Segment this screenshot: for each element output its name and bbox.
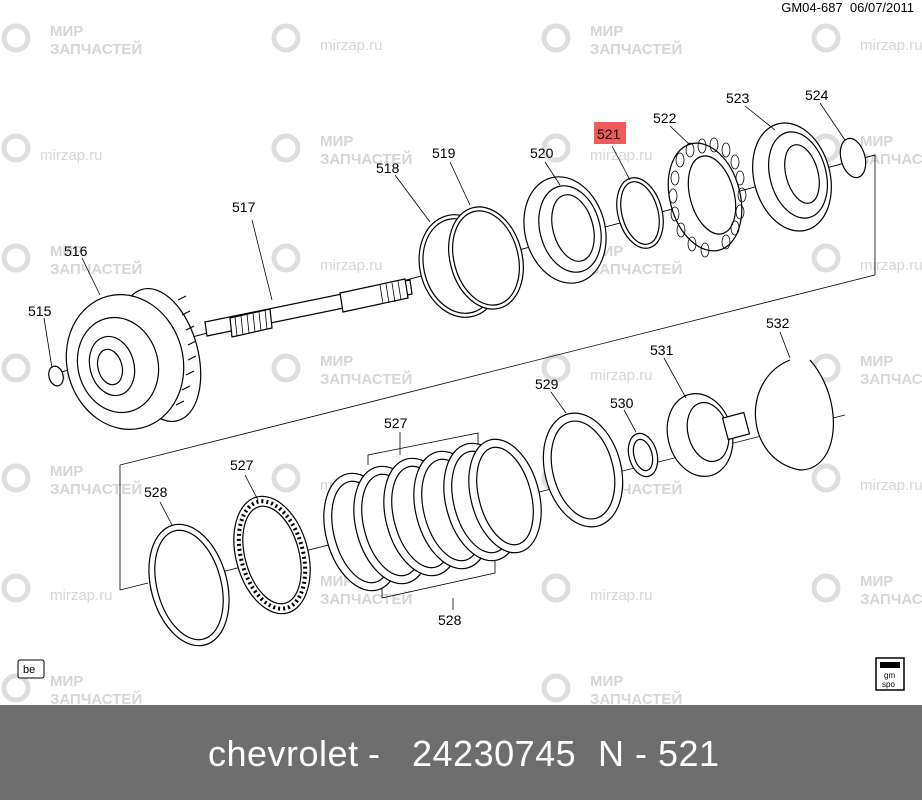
gm-spo-logo: gm spo (875, 657, 905, 691)
svg-text:МИР: МИР (50, 243, 83, 260)
svg-text:spo: spo (882, 680, 895, 689)
callout-524[interactable]: 524 (805, 87, 829, 103)
svg-text:ЗАПЧАСТЕЙ: ЗАПЧАСТЕЙ (590, 260, 682, 278)
callout-labels: 515 516 517 518 519 520 521 522 523 524 … (28, 87, 829, 628)
diagram-code: GM04-687 (781, 0, 843, 15)
footer-part-number: 24230745 (412, 733, 577, 774)
svg-text:МИР: МИР (50, 463, 83, 480)
svg-text:МИР: МИР (50, 23, 83, 40)
footer-brand: chevrolet (208, 733, 359, 774)
svg-text:mirzap.ru: mirzap.ru (40, 147, 103, 164)
svg-text:mirzap.ru: mirzap.ru (590, 147, 653, 164)
diagram-date: 06/07/2011 (849, 0, 914, 15)
callout-522[interactable]: 522 (653, 110, 677, 126)
diagram-header: GM04-687 06/07/2011 (781, 0, 914, 15)
svg-text:ЗАПЧАСТЕЙ: ЗАПЧАСТЕЙ (860, 370, 922, 388)
svg-text:ЗАПЧАСТЕЙ: ЗАПЧАСТЕЙ (50, 480, 142, 498)
svg-text:ЗАПЧАСТЕЙ: ЗАПЧАСТЕЙ (320, 150, 412, 168)
svg-text:МИР: МИР (320, 133, 353, 150)
svg-text:МИР: МИР (860, 133, 893, 150)
part-524-snap-ring[interactable] (836, 136, 870, 181)
callout-529[interactable]: 529 (535, 376, 559, 392)
svg-text:МИР: МИР (590, 23, 623, 40)
part-530-thrust-bearing[interactable] (624, 430, 662, 480)
svg-text:ЗАПЧАСТЕЙ: ЗАПЧАСТЕЙ (590, 40, 682, 58)
part-527-friction-plate[interactable] (222, 488, 323, 623)
svg-text:be: be (23, 664, 35, 676)
callout-527-pack[interactable]: 527 (384, 415, 408, 431)
callout-517[interactable]: 517 (232, 199, 256, 215)
svg-text:mirzap.ru: mirzap.ru (320, 37, 383, 54)
callout-515[interactable]: 515 (28, 303, 52, 319)
svg-text:МИР: МИР (320, 353, 353, 370)
svg-text:ЗАПЧАСТЕЙ: ЗАПЧАСТЕЙ (590, 690, 682, 705)
part-532-snap-ring[interactable] (755, 359, 834, 471)
part-528-steel-plate[interactable] (136, 515, 242, 654)
svg-text:ЗАПЧАСТЕЙ: ЗАПЧАСТЕЙ (860, 590, 922, 608)
svg-text:mirzap.ru: mirzap.ru (860, 37, 922, 54)
callout-516[interactable]: 516 (64, 243, 88, 259)
svg-text:ЗАПЧАСТЕЙ: ЗАПЧАСТЕЙ (320, 370, 412, 388)
callout-528-pack[interactable]: 528 (438, 612, 462, 628)
part-523-backing-plate[interactable] (741, 114, 843, 240)
clutch-pack[interactable] (312, 431, 553, 599)
svg-text:МИР: МИР (50, 673, 83, 690)
svg-text:ЗАПЧАСТЕЙ: ЗАПЧАСТЕЙ (50, 40, 142, 58)
part-531-clutch-hub[interactable] (658, 386, 751, 484)
callout-518[interactable]: 518 (376, 160, 400, 176)
svg-text:gm: gm (884, 671, 895, 680)
callout-521[interactable]: 521 (597, 126, 621, 142)
part-522-spring-assembly[interactable] (657, 135, 753, 259)
callout-519[interactable]: 519 (432, 145, 456, 161)
svg-text:ЗАПЧАСТЕЙ: ЗАПЧАСТЕЙ (50, 260, 142, 278)
part-520-piston[interactable] (512, 167, 617, 292)
svg-text:ЗАПЧАСТЕЙ: ЗАПЧАСТЕЙ (50, 690, 142, 705)
callout-521-highlight (594, 122, 626, 144)
callout-527[interactable]: 527 (230, 457, 254, 473)
watermark-layer: МИР ЗАПЧАСТЕЙ mirzap.ru МИР ЗАПЧАСТЕЙ mi… (1, 23, 922, 705)
part-515-snap-ring[interactable] (47, 365, 66, 388)
part-516-clutch-drum[interactable] (51, 279, 214, 442)
footer-bar: chevrolet - 24230745 N - 521 (0, 705, 922, 800)
callout-528[interactable]: 528 (144, 484, 168, 500)
svg-text:mirzap.ru: mirzap.ru (590, 587, 653, 604)
svg-text:mirzap.ru: mirzap.ru (860, 477, 922, 494)
svg-text:mirzap.ru: mirzap.ru (320, 257, 383, 274)
footer-ref: N - 521 (598, 733, 720, 774)
svg-text:МИР: МИР (860, 573, 893, 590)
svg-text:ЗАПЧАСТЕЙ: ЗАПЧАСТЕЙ (320, 590, 412, 608)
callout-523[interactable]: 523 (726, 90, 750, 106)
callout-531[interactable]: 531 (650, 342, 674, 358)
part-517-input-shaft[interactable] (204, 278, 413, 338)
footer-separator: - (368, 733, 381, 774)
exploded-parts-diagram: МИР ЗАПЧАСТЕЙ mirzap.ru МИР ЗАПЧАСТЕЙ mi… (1, 23, 922, 705)
callout-530[interactable]: 530 (610, 395, 634, 411)
svg-text:ЗАПЧАСТЕЙ: ЗАПЧАСТЕЙ (860, 150, 922, 168)
leader-lines (43, 102, 846, 610)
part-529-pressure-plate[interactable] (531, 404, 634, 536)
svg-text:МИР: МИР (860, 353, 893, 370)
svg-text:МИР: МИР (320, 573, 353, 590)
callout-520[interactable]: 520 (530, 145, 554, 161)
language-badge: be (17, 659, 45, 679)
svg-text:mirzap.ru: mirzap.ru (50, 587, 113, 604)
svg-text:mirzap.ru: mirzap.ru (590, 367, 653, 384)
part-521-snap-ring[interactable] (609, 173, 670, 254)
callout-532[interactable]: 532 (766, 315, 790, 331)
svg-text:mirzap.ru: mirzap.ru (860, 257, 922, 274)
part-519-seal-ring[interactable] (438, 198, 534, 317)
svg-text:МИР: МИР (590, 673, 623, 690)
